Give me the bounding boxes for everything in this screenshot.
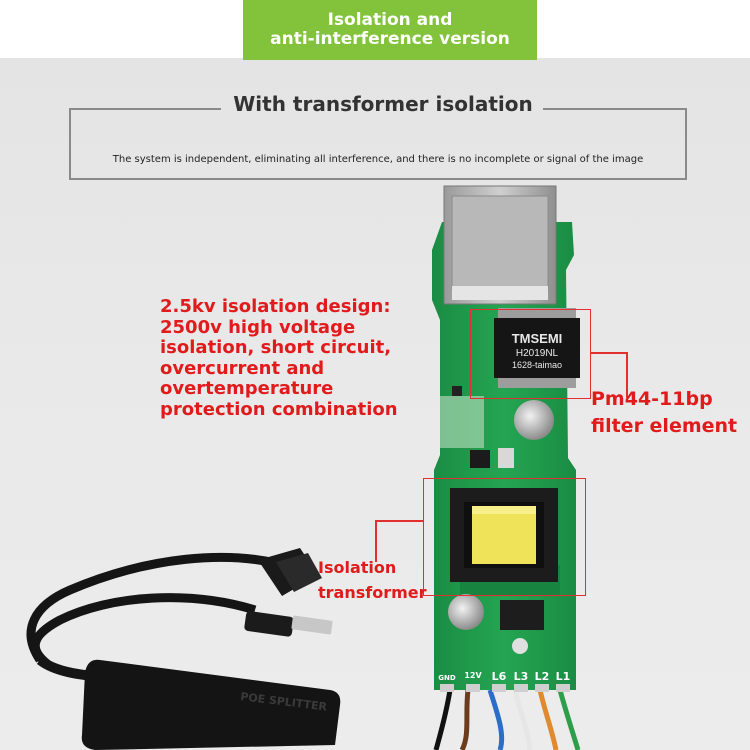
pin-l3: L3: [514, 670, 529, 683]
isolation-transformer: [450, 488, 558, 582]
transformer-highlight-box: [423, 478, 586, 596]
solder-pads: [440, 684, 570, 692]
pin-l2: L2: [535, 670, 550, 683]
banner-line-1: Isolation and: [327, 10, 453, 30]
chip-model: H2019NL: [516, 348, 559, 359]
capacitor-bottom: [448, 594, 484, 630]
section-heading: With transformer isolation: [233, 92, 533, 116]
smd-component: [470, 450, 490, 468]
transformer-label-line: transformer: [318, 583, 427, 602]
smd-component: [498, 448, 514, 468]
version-banner: Isolation and anti-interference version: [243, 0, 537, 60]
isolation-note-line: 2500v high voltage: [160, 316, 356, 338]
isolation-note-line: 2.5kv isolation design:: [160, 296, 391, 317]
rj45-jack: [443, 185, 557, 305]
isolation-note-line: overtemperature: [160, 378, 334, 399]
isolation-note-line: isolation, short circuit,: [160, 337, 392, 358]
chip-code: 1628-taimao: [512, 360, 562, 370]
led: [512, 638, 528, 654]
section-subtitle: The system is independent, eliminating a…: [112, 154, 644, 165]
poe-splitter-cable: POE SPLITTER: [26, 548, 341, 750]
filter-label-line: Pm44-11bp: [591, 388, 713, 410]
isolation-note-line: overcurrent and: [160, 357, 325, 379]
pin-l6: L6: [492, 670, 507, 683]
smd-component: [452, 386, 462, 396]
capacitor-top: [514, 400, 554, 440]
background-panel: [0, 58, 750, 750]
pin-labels: GND 12V L6 L3 L2 L1: [438, 670, 570, 683]
filter-label-line: filter element: [591, 415, 738, 437]
transformer-leader-v: [375, 520, 377, 562]
transformer-leader-h: [375, 520, 423, 522]
filter-element-label: Pm44-11bp filter element: [591, 386, 737, 440]
filter-leader-h1: [591, 352, 627, 354]
isolation-design-note: 2.5kv isolation design: 2500v high volta…: [160, 296, 398, 420]
header-frame: [69, 108, 687, 180]
smd-component: [500, 600, 544, 630]
chip-brand: TMSEMI: [512, 331, 563, 346]
board-wires: [433, 689, 581, 750]
isolation-transformer-label: Isolation transformer: [318, 555, 427, 605]
filter-leader-v: [626, 352, 628, 398]
frame-top-right-rule: [543, 108, 687, 110]
pin-gnd: GND: [438, 674, 456, 682]
pin-12v: 12V: [464, 671, 482, 680]
pin-l1: L1: [556, 670, 571, 683]
filter-highlight-box: [470, 309, 591, 399]
transformer-label-line: Isolation: [318, 558, 397, 577]
banner-line-2: anti-interference version: [270, 29, 510, 49]
isolation-note-line: protection combination: [160, 398, 398, 420]
frame-top-left-rule: [69, 108, 221, 110]
filter-chip: TMSEMI H2019NL 1628-taimao: [494, 308, 580, 388]
